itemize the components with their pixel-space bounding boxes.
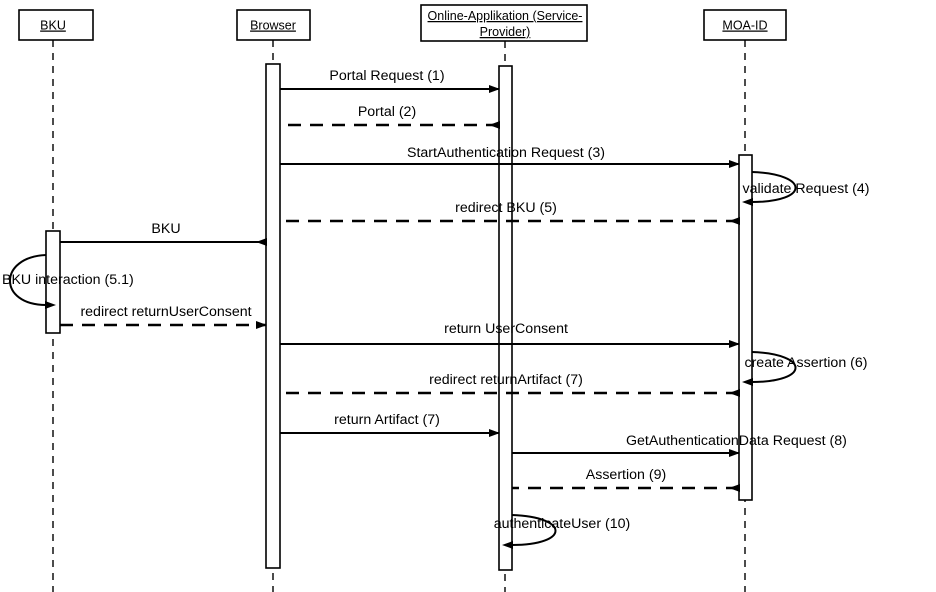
participant-label-moaid: MOA-ID [722,19,767,33]
message-8: redirect returnUserConsent [60,304,267,329]
self-message-arc-15 [502,514,557,549]
message-label-1: Portal Request (1) [329,68,444,84]
participant-bku[interactable]: BKU [18,9,94,41]
message-12: return Artifact (7) [280,412,500,437]
participant-box-moaid [703,9,787,41]
message-10: create Assertion (6) [742,351,868,386]
self-message-arc-10 [742,351,797,386]
message-6: BKU [60,221,267,246]
participant-box-browser [236,9,311,41]
self-message-arc-4 [742,171,797,206]
activation-bar-oa [498,65,513,571]
participant-heads-group: BKU Browser Online-Applikation (Service- Pr… [18,4,787,42]
message-15: authenticateUser (10) [494,514,630,549]
message-1: Portal Request (1) [280,68,500,93]
message-7: BKU interaction (5.1) [2,254,134,309]
message-label-2: Portal (2) [358,104,416,120]
message-label-8: redirect returnUserConsent [80,304,251,320]
participant-label2-oa: Provider) [480,25,531,39]
message-label-12: return Artifact (7) [334,412,440,428]
message-13: GetAuthenticationData Request (8) [512,433,847,457]
message-5: redirect BKU (5) [280,200,740,225]
message-label-6: BKU [151,221,180,237]
message-3: StartAuthentication Request (3) [280,145,740,168]
message-label-11: redirect returnArtifact (7) [429,372,583,388]
activation-bars-group [45,63,753,571]
participant-label-browser: Browser [250,19,296,33]
message-label-14: Assertion (9) [586,467,666,483]
message-label-9: return UserConsent [444,321,568,337]
self-message-arc-7 [9,254,56,309]
messages-group: Portal Request (1) Portal (2) StartAuthent… [2,68,870,549]
participant-oa[interactable]: Online-Applikation (Service- Provider) [420,4,588,42]
participant-browser[interactable]: Browser [236,9,311,41]
message-label-4: validate Request (4) [743,181,870,197]
participant-box-bku [18,9,94,41]
activation-bar-moaid [738,154,753,501]
message-label-3: StartAuthentication Request (3) [407,145,605,161]
activation-bar-browser [265,63,281,569]
participant-moaid[interactable]: MOA-ID [703,9,787,41]
message-9: return UserConsent [280,321,740,348]
message-label-13: GetAuthenticationData Request (8) [626,433,847,449]
participant-label-bku: BKU [40,19,66,33]
message-label-10: create Assertion (6) [744,355,867,371]
participant-label-oa: Online-Applikation (Service- [428,9,583,23]
message-11: redirect returnArtifact (7) [280,372,740,397]
message-14: Assertion (9) [512,467,740,492]
message-label-5: redirect BKU (5) [455,200,557,216]
message-4: validate Request (4) [742,171,870,206]
participant-box-oa [420,4,588,42]
message-label-7: BKU interaction (5.1) [2,272,134,288]
message-2: Portal (2) [280,104,500,129]
message-label-15: authenticateUser (10) [494,516,630,532]
